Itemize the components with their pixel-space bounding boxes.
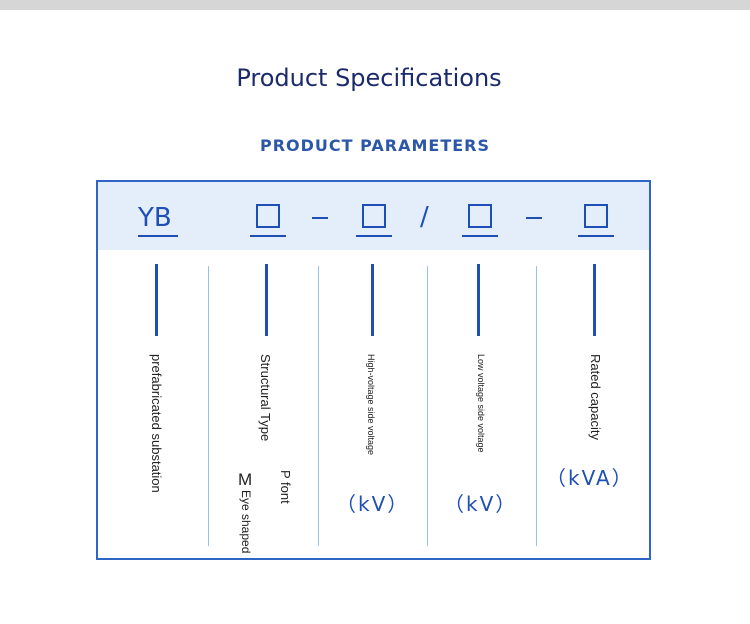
p-font-label: P font (278, 470, 293, 504)
structure-underline (250, 235, 286, 237)
capacity-underline (578, 235, 614, 237)
code-dash-1 (312, 217, 328, 219)
prefix-pointer (155, 264, 158, 336)
model-code-band: YB / (98, 182, 649, 250)
rated-capacity-label: Rated capacity (588, 354, 603, 440)
section-subtitle: PRODUCT PARAMETERS (259, 136, 491, 155)
column-divider (208, 266, 209, 546)
hv-underline (356, 235, 392, 237)
hv-unit: （kV） (336, 492, 410, 516)
capacity-pointer (593, 264, 596, 336)
hv-voltage-label: High-voltage side voltage (366, 354, 376, 456)
column-divider (427, 266, 428, 546)
structure-pointer (265, 264, 268, 336)
column-divider (318, 266, 319, 546)
capacity-unit: （kVA） (546, 466, 634, 490)
code-dash-2 (526, 217, 542, 219)
structure-type-box (256, 204, 280, 228)
code-prefix: YB (138, 203, 172, 233)
lv-voltage-label: Low voltage side voltage (476, 354, 486, 453)
page-title: Product Specifications (236, 64, 502, 92)
hv-pointer (371, 264, 374, 336)
model-code-panel: YB / prefabricated substation Structural… (96, 180, 651, 560)
code-slash: / (420, 202, 429, 232)
lv-voltage-box (468, 204, 492, 228)
prefabricated-substation-label: prefabricated substation (149, 354, 164, 493)
hv-voltage-box (362, 204, 386, 228)
lv-unit: （kV） (444, 492, 518, 516)
lv-underline (462, 235, 498, 237)
type-m-letter: M (238, 470, 253, 489)
prefix-underline (138, 235, 178, 237)
eye-shaped-label: Eye shaped (239, 490, 253, 554)
capacity-box (584, 204, 608, 228)
lv-pointer (477, 264, 480, 336)
structural-type-label: Structural Type (258, 354, 273, 442)
top-bar (0, 0, 750, 10)
column-divider (536, 266, 537, 546)
